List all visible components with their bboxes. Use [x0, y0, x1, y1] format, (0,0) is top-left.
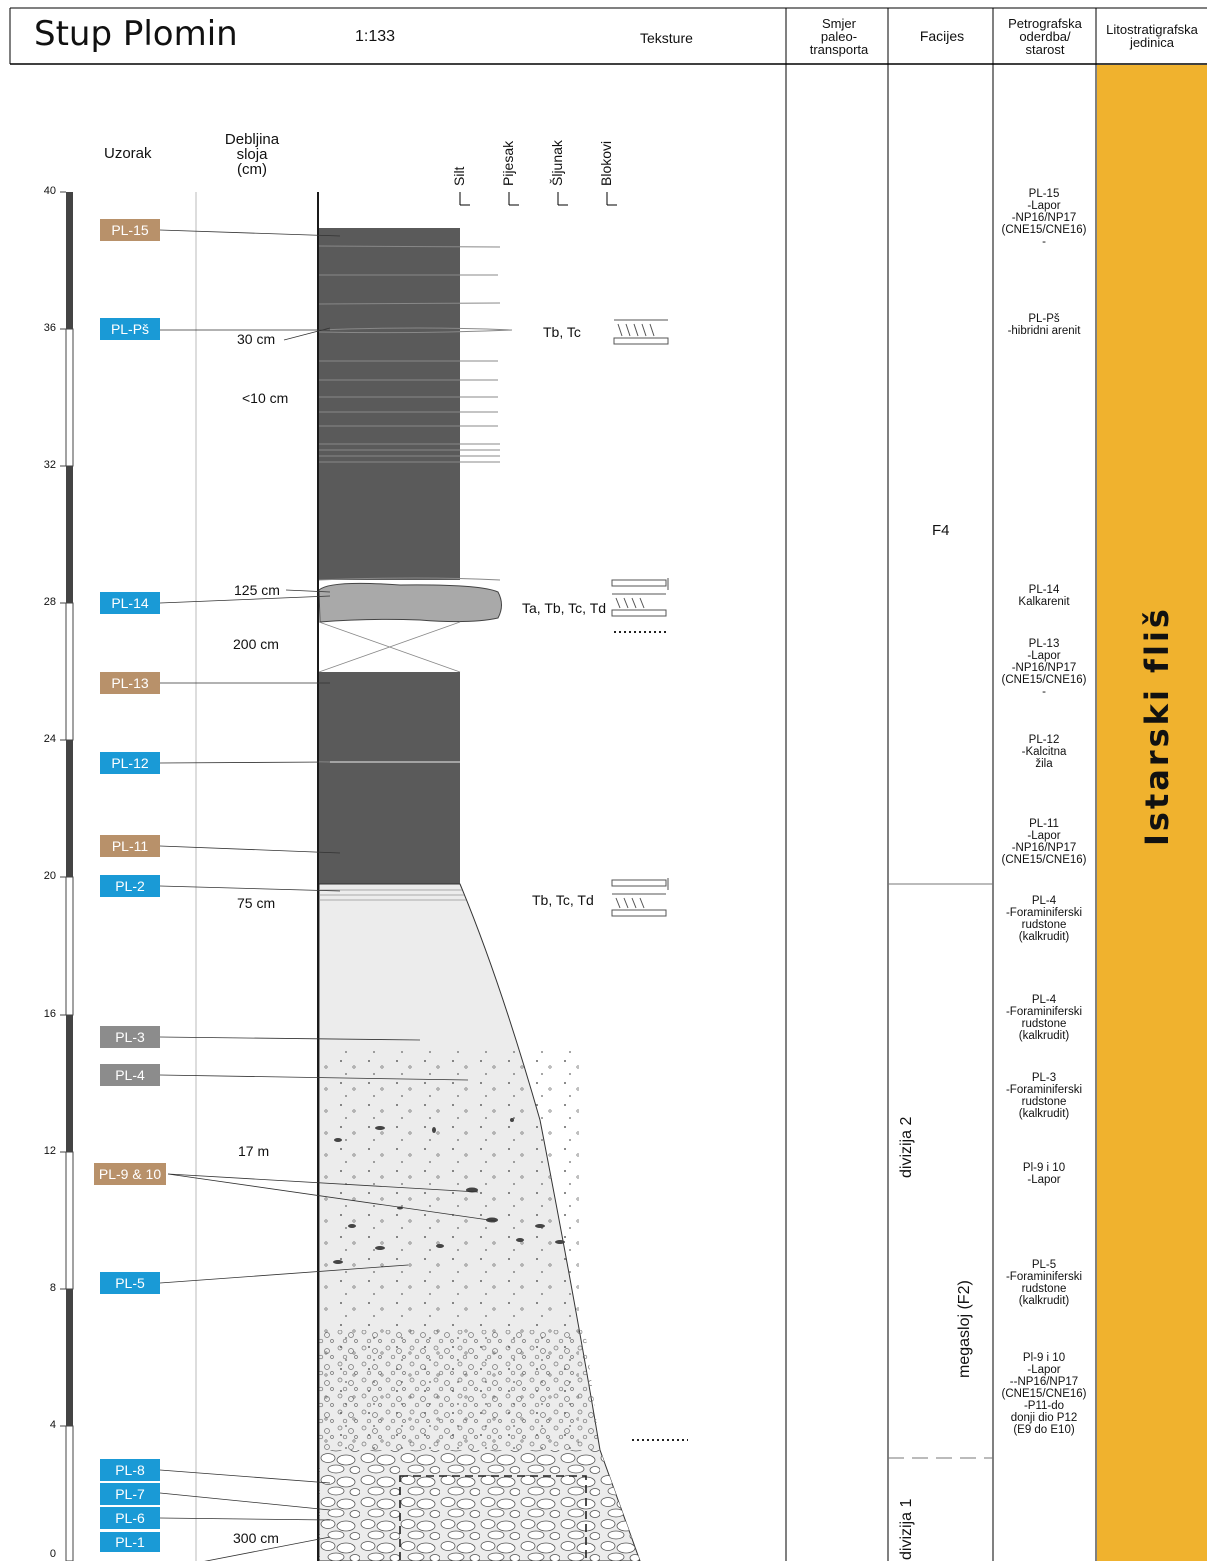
y-tick-label: 0: [49, 1548, 56, 1560]
sample-pl-6: PL-6: [100, 1507, 160, 1529]
y-tick-label: 8: [49, 1282, 56, 1294]
sample-pl-11: PL-11: [100, 835, 160, 857]
page-title: Stup Plomin: [34, 14, 238, 54]
sample-pl-15: PL-15: [100, 219, 160, 241]
thickness-note: 125 cm: [234, 582, 280, 598]
sample-pl-14: PL-14: [100, 592, 160, 614]
sample-pl-2: PL-2: [100, 875, 160, 897]
thickness-note: 30 cm: [237, 331, 276, 347]
y-tick-label: 16: [43, 1008, 56, 1020]
y-tick-label: 36: [43, 322, 56, 334]
facies-megasloj: megasloj (F2): [956, 1280, 973, 1378]
petro-pl-15: PL-15 -Lapor -NP16/NP17 (CNE15/CNE16) -: [1001, 188, 1087, 248]
texture-label: Ta, Tb, Tc, Td: [522, 600, 607, 616]
header-facijes: Facijes: [919, 27, 965, 44]
scale-label: 1:133: [355, 28, 396, 45]
header-paleotransport: Smjer paleo- transporta: [809, 15, 869, 57]
uzorak-header: Uzorak: [104, 145, 152, 162]
petro-pl-9-10-age: Pl-9 i 10 -Lapor --NP16/NP17 (CNE15/CNE1…: [1001, 1352, 1087, 1436]
sample-pl-12: PL-12: [100, 752, 160, 774]
sample-pl-ps: PL-Pš: [100, 318, 160, 340]
petro-pl-ps: PL-Pš -hibridni arenit: [1007, 313, 1081, 337]
thickness-note: 17 m: [238, 1143, 270, 1159]
texture-label: Tb, Tc, Td: [532, 892, 594, 908]
petro-pl-11: PL-11 -Lapor -NP16/NP17 (CNE15/CNE16): [1001, 818, 1087, 866]
petro-pl-4a: PL-4 -Foraminiferski rudstone (kalkrudit…: [1005, 895, 1083, 943]
calcarenite-bed: [318, 582, 502, 623]
thickness-note: 200 cm: [233, 636, 279, 652]
sample-pl-3: PL-3: [100, 1026, 160, 1048]
petro-pl-4b: PL-4 -Foraminiferski rudstone (kalkrudit…: [1005, 994, 1083, 1042]
jedinica-band: [1097, 65, 1207, 1561]
petro-pl-3: PL-3 -Foraminiferski rudstone (kalkrudit…: [1005, 1072, 1083, 1120]
header-petrografska: Petrografska oderdba/ starost: [1008, 15, 1082, 57]
sample-pl-8: PL-8: [100, 1459, 160, 1481]
facies-f4: F4: [932, 522, 950, 539]
texture-label: Tb, Tc: [543, 324, 581, 340]
shale-block-middle: [319, 672, 460, 884]
y-tick-label: 32: [43, 459, 56, 471]
sample-pl-9-10: PL-9 & 10: [94, 1163, 166, 1185]
petro-pl-12: PL-12 -Kalcitna žila: [1021, 734, 1067, 770]
sample-pl-4: PL-4: [100, 1064, 160, 1086]
y-tick-label: 20: [43, 870, 56, 882]
sample-pl-5: PL-5: [100, 1272, 160, 1294]
shale-block-upper: [319, 228, 460, 580]
sample-pl-1: PL-1: [100, 1532, 160, 1552]
petro-pl-5: PL-5 -Foraminiferski rudstone (kalkrudit…: [1005, 1259, 1083, 1307]
petro-pl-14: PL-14 Kalkarenit: [1018, 584, 1070, 608]
y-tick-label: 4: [49, 1419, 56, 1431]
y-tick-label: 12: [43, 1145, 56, 1157]
header-litostratigrafska: Litostratigrafska jedinica: [1106, 22, 1198, 50]
petro-pl-9-10: Pl-9 i 10 -Lapor: [1022, 1162, 1066, 1186]
textures-header: Teksture: [640, 30, 693, 46]
debljina-header: Debljina sloja (cm): [224, 131, 280, 178]
sample-pl-13: PL-13: [100, 672, 160, 694]
petro-pl-13: PL-13 -Lapor -NP16/NP17 (CNE15/CNE16) -: [1001, 638, 1087, 698]
jedinica-label: Istarski fliš: [1138, 606, 1176, 846]
thickness-note: 75 cm: [237, 895, 276, 911]
facies-divizija-2: divizija 2: [898, 1116, 915, 1178]
y-tick-label: 24: [43, 733, 56, 745]
thickness-note: 300 cm: [233, 1530, 279, 1546]
y-tick-label: 28: [43, 596, 56, 608]
thickness-note: <10 cm: [242, 390, 289, 406]
sample-pl-7: PL-7: [100, 1483, 160, 1505]
facies-divizija-1: divizija 1: [898, 1498, 915, 1560]
y-tick-label: 40: [43, 185, 56, 197]
